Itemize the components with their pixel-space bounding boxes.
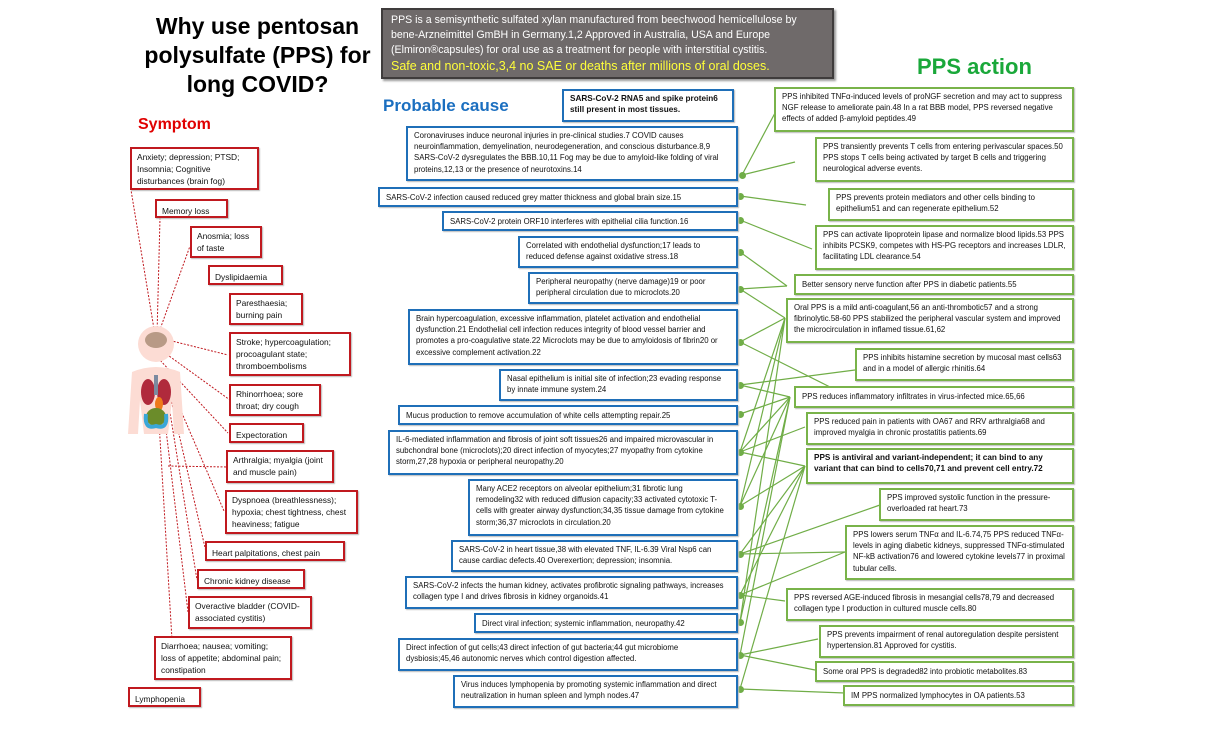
symptom-box: Anxiety; depression; PTSD; Insomnia; Cog… xyxy=(130,147,259,190)
symptom-box: Rhinorrhoea; sore throat; dry cough xyxy=(229,384,321,416)
action-box: PPS transiently prevents T cells from en… xyxy=(815,137,1074,182)
connector-dot xyxy=(737,286,744,293)
action-box: PPS inhibited TNFα-induced levels of pro… xyxy=(774,87,1074,132)
human-body-figure xyxy=(128,326,184,434)
connector-dot xyxy=(737,503,744,510)
intro-text: PPS is a semisynthetic sulfated xylan ma… xyxy=(391,14,797,56)
connector-dot xyxy=(737,339,744,346)
cause-box: Nasal epithelium is initial site of infe… xyxy=(499,369,738,401)
cause-box: Many ACE2 receptors on alveolar epitheli… xyxy=(468,479,738,536)
cause-box: SARS-CoV-2 infection caused reduced grey… xyxy=(378,187,738,207)
symptom-box: Stroke; hypercoagulation; procoagulant s… xyxy=(229,332,351,376)
action-box: PPS is antiviral and variant-independent… xyxy=(806,448,1074,484)
cause-box: Coronaviruses induce neuronal injuries i… xyxy=(406,126,738,181)
page-title: Why use pentosan polysulfate (PPS) for l… xyxy=(144,13,371,97)
lung-icon xyxy=(141,379,155,405)
connector-dot xyxy=(737,619,744,626)
action-box: IM PPS normalized lymphocytes in OA pati… xyxy=(843,685,1074,706)
cause-box: Direct viral infection; systemic inflamm… xyxy=(474,613,738,633)
symptom-box: Dyspnoea (breathlessness); hypoxia; ches… xyxy=(225,490,358,534)
cause-box: Direct infection of gut cells;43 direct … xyxy=(398,638,738,671)
action-box: Some oral PPS is degraded82 into probiot… xyxy=(815,661,1074,682)
cause-box: Mucus production to remove accumulation … xyxy=(398,405,738,425)
action-box: Oral PPS is a mild anti-coagulant,56 an … xyxy=(786,298,1074,343)
connector-dot xyxy=(737,193,744,200)
action-box: PPS can activate lipoprotein lipase and … xyxy=(815,225,1074,270)
connector-dot xyxy=(737,217,744,224)
connector-dot xyxy=(737,249,744,256)
symptom-box: Lymphopenia xyxy=(128,687,201,707)
cause-box: SARS-CoV-2 in heart tissue,38 with eleva… xyxy=(451,540,738,572)
cause-box: SARS-CoV-2 infects the human kidney, act… xyxy=(405,576,738,609)
connector-dot xyxy=(737,652,744,659)
action-box: PPS reduced pain in patients with OA67 a… xyxy=(806,412,1074,445)
cause-box: Peripheral neuropathy (nerve damage)19 o… xyxy=(528,272,738,304)
symptom-box: Chronic kidney disease xyxy=(197,569,305,589)
connector-dot xyxy=(739,172,746,179)
action-box: PPS improved systolic function in the pr… xyxy=(879,488,1074,521)
intro-box: PPS is a semisynthetic sulfated xylan ma… xyxy=(381,8,834,79)
action-box: PPS reduces inflammatory infiltrates in … xyxy=(794,386,1074,408)
cause-box: IL-6-mediated inflammation and fibrosis … xyxy=(388,430,738,475)
cause-box: Brain hypercoagulation, excessive inflam… xyxy=(408,309,738,365)
cause-box: Virus induces lymphopenia by promoting s… xyxy=(453,675,738,708)
cause-box: SARS-CoV-2 RNA5 and spike protein6 still… xyxy=(562,89,734,122)
symptom-box: Memory loss xyxy=(155,199,228,218)
action-box: PPS prevents impairment of renal autoreg… xyxy=(819,625,1074,658)
symptom-box: Expectoration xyxy=(229,423,304,443)
intro-highlight: Safe and non-toxic,3,4 no SAE or deaths … xyxy=(391,59,770,73)
stomach-icon xyxy=(155,397,163,411)
connector-dot xyxy=(737,686,744,693)
connector-dot xyxy=(737,411,744,418)
brain-icon xyxy=(145,332,167,348)
symptom-box: Heart palpitations, chest pain xyxy=(205,541,345,561)
symptom-box: Diarrhoea; nausea; vomiting; loss of app… xyxy=(154,636,292,680)
action-box: PPS reversed AGE-induced fibrosis in mes… xyxy=(786,588,1074,621)
cause-box: Correlated with endothelial dysfunction;… xyxy=(518,236,738,268)
symptom-box: Arthralgia; myalgia (joint and muscle pa… xyxy=(226,450,334,483)
intestine-icon xyxy=(146,408,166,426)
action-box: PPS lowers serum TNFα and IL-6.74,75 PPS… xyxy=(845,525,1074,580)
symptom-box: Overactive bladder (COVID-associated cys… xyxy=(188,596,312,629)
action-box: PPS prevents protein mediators and other… xyxy=(828,188,1074,221)
symptom-box: Dyslipidaemia xyxy=(208,265,283,285)
action-header: PPS action xyxy=(917,54,1032,79)
symptom-box: Paresthaesia; burning pain xyxy=(229,293,303,325)
connector-dot xyxy=(737,449,744,456)
action-box: PPS inhibits histamine secretion by muco… xyxy=(855,348,1074,381)
connector-dot xyxy=(737,592,744,599)
symptom-box: Anosmia; loss of taste xyxy=(190,226,262,258)
cause-header: Probable cause xyxy=(383,96,509,115)
symptom-header: Symptom xyxy=(138,116,211,133)
action-box: Better sensory nerve function after PPS … xyxy=(794,274,1074,295)
connector-dot xyxy=(737,551,744,558)
cause-box: SARS-CoV-2 protein ORF10 interferes with… xyxy=(442,211,738,231)
connector-dot xyxy=(737,382,744,389)
